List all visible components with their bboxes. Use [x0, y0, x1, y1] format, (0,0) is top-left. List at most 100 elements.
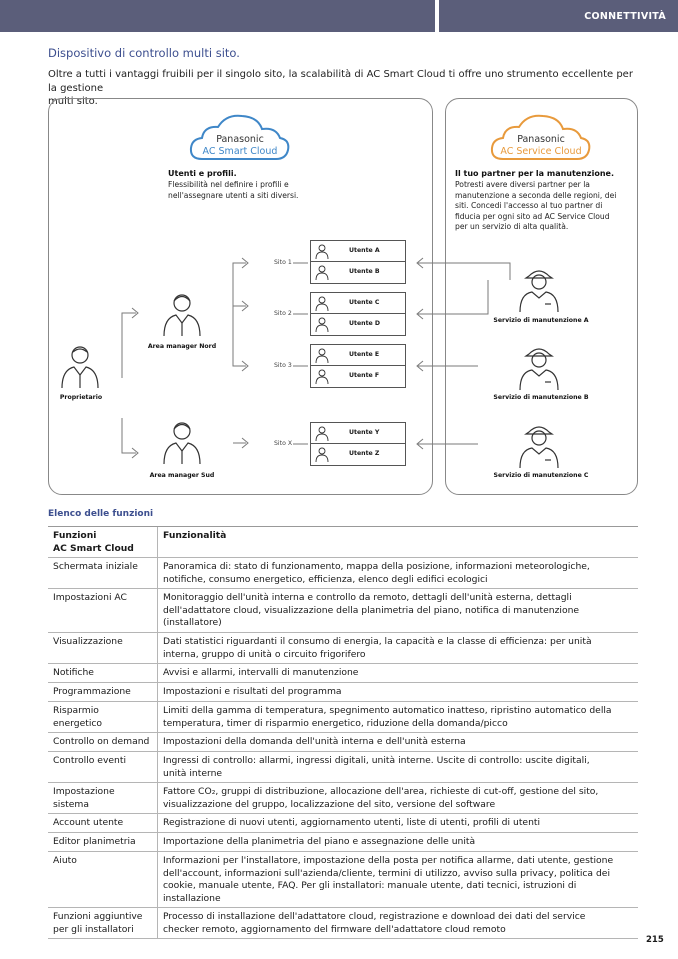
- function-description-line: notifiche, consumo energetico, efficienz…: [163, 574, 635, 587]
- function-description-cell: Processo di installazione dell'adattator…: [163, 911, 635, 936]
- function-name-cell: Schermata iniziale: [53, 561, 155, 574]
- column-divider: [157, 702, 158, 732]
- function-description-line: Ingressi di controllo: allarmi, ingressi…: [163, 755, 635, 768]
- function-description-line: Monitoraggio dell'unità interna e contro…: [163, 592, 635, 605]
- user-icon: [314, 425, 330, 441]
- function-name-line: Account utente: [53, 817, 155, 830]
- user-icon: [314, 368, 330, 384]
- functions-section-title: Elenco delle funzioni: [48, 509, 153, 519]
- function-description-line: unità interne: [163, 768, 635, 781]
- function-name-line: per gli installatori: [53, 924, 155, 937]
- service-technician-icon: [514, 420, 564, 474]
- function-description-line: dell'adattatore cloud, visualizzazione d…: [163, 605, 635, 618]
- function-description-line: Impostazioni della domanda dell'unità in…: [163, 736, 635, 749]
- user-label: Utente B: [349, 268, 380, 275]
- function-name-cell: Programmazione: [53, 686, 155, 699]
- user-row: Utente B: [311, 262, 405, 283]
- function-description-cell: Dati statistici riguardanti il consumo d…: [163, 636, 635, 661]
- section-title: CONNETTIVITÀ: [584, 11, 666, 22]
- text-line: manutenzione a seconda delle regioni, de…: [455, 191, 635, 202]
- header-bar-right: CONNETTIVITÀ: [439, 0, 678, 32]
- page-number: 215: [646, 935, 664, 945]
- function-description-line: Panoramica di: stato di funzionamento, m…: [163, 561, 635, 574]
- function-description-line: visualizzazione del gruppo, localizzazio…: [163, 799, 635, 812]
- function-name-line: Programmazione: [53, 686, 155, 699]
- cloud-brand: Panasonic: [489, 134, 593, 145]
- text-line: nell'assegnare utenti a siti diversi.: [168, 191, 368, 202]
- function-description-line: installazione: [163, 893, 635, 906]
- site-users-box: Utente C Utente D: [310, 292, 406, 336]
- function-name-cell: Controllo on demand: [53, 736, 155, 749]
- user-label: Utente F: [349, 372, 379, 379]
- function-description-line: Dati statistici riguardanti il consumo d…: [163, 636, 635, 649]
- manager-north-label: Area manager Nord: [127, 343, 237, 350]
- service-cloud-logo: Panasonic AC Service Cloud: [489, 112, 593, 162]
- function-name-line: energetico: [53, 718, 155, 731]
- site-label: Sito 1: [274, 259, 292, 266]
- service-a-label: Servizio di manutenzione A: [486, 317, 596, 324]
- header-text: AC Smart Cloud: [53, 543, 155, 556]
- function-name-line: Risparmio: [53, 705, 155, 718]
- user-label: Utente D: [349, 320, 380, 327]
- function-name-line: Visualizzazione: [53, 636, 155, 649]
- user-icon: [314, 295, 330, 311]
- column-divider: [157, 558, 158, 588]
- function-name-line: Schermata iniziale: [53, 561, 155, 574]
- table-row: Schermata iniziale Panoramica di: stato d…: [48, 558, 638, 589]
- function-description-line: checker remoto, aggiornamento del firmwa…: [163, 924, 635, 937]
- column-divider: [157, 589, 158, 632]
- partner-text: Potresti avere diversi partner per la ma…: [455, 180, 635, 233]
- function-description-line: interna, gruppo di unità o circuito frig…: [163, 649, 635, 662]
- function-description-line: Avvisi e allarmi, intervalli di manutenz…: [163, 667, 635, 680]
- user-label: Utente E: [349, 351, 379, 358]
- user-icon: [314, 264, 330, 280]
- function-description-line: Limiti della gamma di temperatura, spegn…: [163, 705, 635, 718]
- function-name-line: Controllo on demand: [53, 736, 155, 749]
- functions-table: Funzioni AC Smart Cloud Funzionalità Sch…: [48, 526, 638, 527]
- column-divider: [157, 833, 158, 851]
- text-line: fiducia per ogni sito ad AC Service Clou…: [455, 212, 635, 223]
- user-row: Utente D: [311, 314, 405, 335]
- user-row: Utente E: [311, 345, 405, 366]
- function-description-line: Processo di installazione dell'adattator…: [163, 911, 635, 924]
- page-title: Dispositivo di controllo multi sito.: [48, 46, 240, 60]
- users-profiles-title: Utenti e profili.: [168, 169, 237, 178]
- user-icon: [314, 347, 330, 363]
- function-name-line: Aiuto: [53, 855, 155, 868]
- function-description-cell: Registrazione di nuovi utenti, aggiornam…: [163, 817, 635, 830]
- text-line: per un servizio di alta qualità.: [455, 222, 635, 233]
- cloud-product: AC Smart Cloud: [188, 146, 292, 157]
- user-label: Utente C: [349, 299, 379, 306]
- site-label: Sito 3: [274, 362, 292, 369]
- function-description-line: Fattore CO₂, gruppi di distribuzione, al…: [163, 786, 635, 799]
- owner-icon: [56, 342, 104, 394]
- manager-south-label: Area manager Sud: [127, 472, 237, 479]
- function-name-cell: Aiuto: [53, 855, 155, 868]
- function-name-cell: Controllo eventi: [53, 755, 155, 768]
- function-name-line: Funzioni aggiuntive: [53, 911, 155, 924]
- text-line: Flessibilità nel definire i profili e: [168, 180, 368, 191]
- user-row: Utente Y: [311, 423, 405, 444]
- function-name-cell: Account utente: [53, 817, 155, 830]
- function-name-cell: Editor planimetria: [53, 836, 155, 849]
- function-description-line: Impostazioni e risultati del programma: [163, 686, 635, 699]
- function-name-cell: Notifiche: [53, 667, 155, 680]
- function-name-line: Notifiche: [53, 667, 155, 680]
- header-text: Funzioni: [53, 530, 155, 543]
- user-row: Utente C: [311, 293, 405, 314]
- manager-south-icon: [158, 418, 206, 470]
- table-row: Notifiche Avvisi e allarmi, intervalli di…: [48, 664, 638, 683]
- function-description-line: Importazione della planimetria del piano…: [163, 836, 635, 849]
- header-cell: Funzioni AC Smart Cloud: [53, 530, 155, 555]
- function-description-cell: Panoramica di: stato di funzionamento, m…: [163, 561, 635, 586]
- service-c-label: Servizio di manutenzione C: [486, 472, 596, 479]
- users-profiles-text: Flessibilità nel definire i profili e ne…: [168, 180, 368, 201]
- site-label: Sito X: [274, 440, 292, 447]
- table-row: Editor planimetria Importazione della pla…: [48, 833, 638, 852]
- column-divider: [157, 733, 158, 751]
- user-row: Utente Z: [311, 444, 405, 465]
- table-row: Account utente Registrazione di nuovi ute…: [48, 814, 638, 833]
